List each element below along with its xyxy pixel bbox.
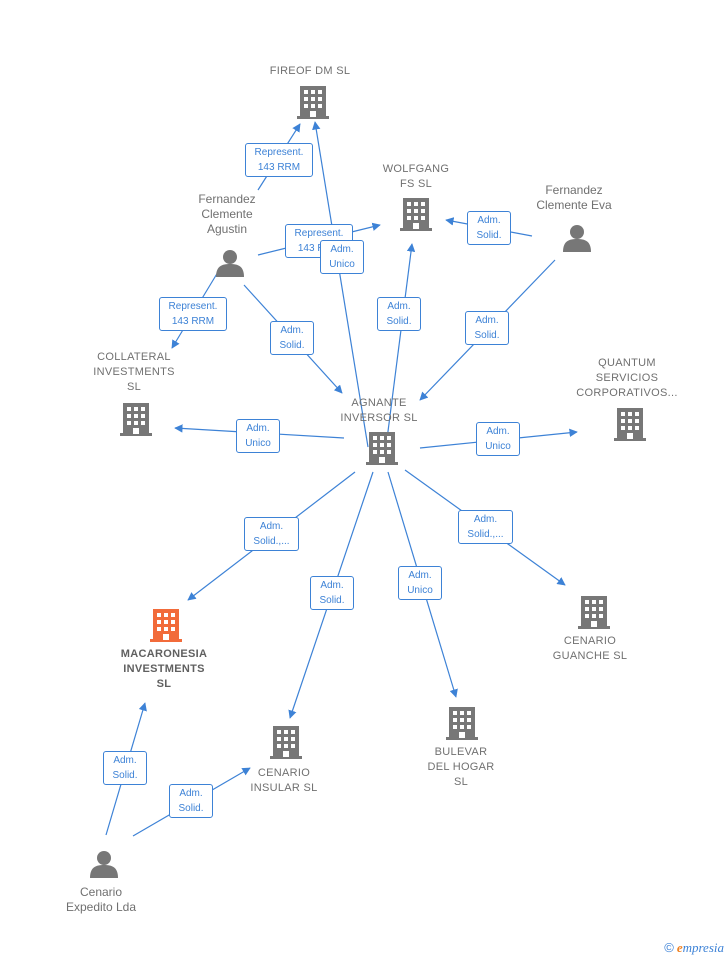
edge-label-agnante-quantum[interactable]: Adm. Unico: [476, 422, 520, 456]
node-label-agustin[interactable]: Fernandez Clemente Agustin: [198, 192, 256, 236]
node-label-bulevar[interactable]: BULEVAR DEL HOGAR SL: [427, 746, 495, 788]
brand-name: mpresia: [682, 940, 724, 955]
edge-label-agnante-collateral[interactable]: Adm. Unico: [236, 419, 280, 453]
building-icon[interactable]: [400, 198, 432, 231]
building-icon-highlighted[interactable]: [150, 609, 182, 642]
node-label-wolfgang[interactable]: WOLFGANG FS SL: [382, 163, 450, 190]
building-icon[interactable]: [366, 432, 398, 465]
node-label-macaronesia[interactable]: MACARONESIA INVESTMENTS SL: [120, 648, 208, 690]
person-icon[interactable]: [90, 851, 118, 878]
node-label-agnante[interactable]: AGNANTE INVERSOR SL: [340, 397, 418, 424]
edge-label-expedito-cenario-insular[interactable]: Adm. Solid.: [169, 784, 213, 818]
person-icon[interactable]: [216, 250, 244, 277]
brand-initial: e: [676, 940, 683, 955]
edge-agnante-fireof: [312, 121, 369, 448]
edge-label-agustin-agnante[interactable]: Adm. Solid.: [270, 321, 314, 355]
copyright-symbol: ©: [664, 940, 674, 955]
node-label-eva[interactable]: Fernandez Clemente Eva: [536, 183, 612, 212]
building-icon[interactable]: [578, 596, 610, 629]
edge-label-agustin-collateral[interactable]: Represent. 143 RRM: [159, 297, 227, 331]
node-label-fireof[interactable]: FIREOF DM SL: [269, 65, 351, 77]
brand-logo: ©empresia: [664, 940, 724, 956]
building-icon[interactable]: [120, 403, 152, 436]
building-icon[interactable]: [614, 408, 646, 441]
node-label-quantum[interactable]: QUANTUM SERVICIOS CORPORATIVOS...: [576, 357, 678, 399]
edge-label-agnante-bulevar[interactable]: Adm. Unico: [398, 566, 442, 600]
edge-label-agnante-macaronesia[interactable]: Adm. Solid.,...: [244, 517, 299, 551]
building-icon[interactable]: [446, 707, 478, 740]
node-label-cenario-expedito[interactable]: Cenario Expedito Lda: [65, 885, 137, 914]
edge-label-expedito-macaronesia[interactable]: Adm. Solid.: [103, 751, 147, 785]
building-icon[interactable]: [270, 726, 302, 759]
node-label-cenario-insular[interactable]: CENARIO INSULAR SL: [250, 767, 318, 794]
edge-label-agnante-wolfgang[interactable]: Adm. Solid.: [377, 297, 421, 331]
node-label-cenario-guanche[interactable]: CENARIO GUANCHE SL: [552, 635, 628, 662]
building-icon[interactable]: [297, 86, 329, 119]
person-icon[interactable]: [563, 225, 591, 252]
node-label-collateral[interactable]: COLLATERAL INVESTMENTS SL: [93, 351, 175, 393]
edge-label-agnante-fireof[interactable]: Adm. Unico: [320, 240, 364, 274]
edge-label-eva-wolfgang[interactable]: Adm. Solid.: [467, 211, 511, 245]
edge-label-agnante-cenario-insular[interactable]: Adm. Solid.: [310, 576, 354, 610]
edge-label-agnante-cenario-guanche[interactable]: Adm. Solid.,...: [458, 510, 513, 544]
edge-label-agustin-fireof[interactable]: Represent. 143 RRM: [245, 143, 313, 177]
edge-agnante-wolfgang: [385, 243, 416, 448]
edge-label-eva-agnante[interactable]: Adm. Solid.: [465, 311, 509, 345]
